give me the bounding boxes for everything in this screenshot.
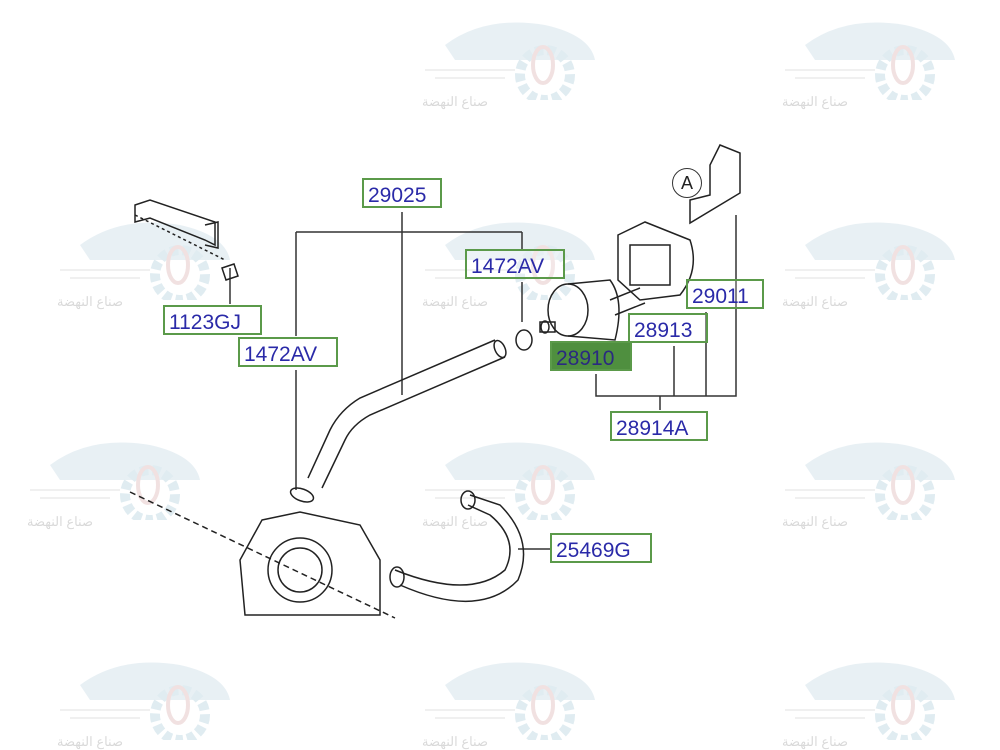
watermark-text: صناع النهضة	[56, 294, 124, 309]
callout-25469g[interactable]: 25469G	[550, 533, 652, 563]
holder-part	[617, 144, 741, 301]
callout-28913[interactable]: 28913	[628, 313, 708, 343]
watermark-text: صناع النهضة	[421, 514, 489, 529]
watermark-text: صناع النهضة	[781, 94, 849, 109]
watermark-logo: صناع النهضة	[395, 0, 595, 110]
watermark-logo: صناع النهضة	[395, 420, 595, 530]
watermark-logo: صناع النهضة	[30, 200, 230, 310]
watermark-logo: صناع النهضة	[0, 420, 200, 530]
watermark-text: صناع النهضة	[781, 734, 849, 749]
watermark-logo: صناع النهضة	[30, 640, 230, 750]
throttle-body-part	[129, 491, 396, 619]
watermark-logo: صناع النهضة	[755, 0, 955, 110]
callout-1472av-top[interactable]: 1472AV	[465, 249, 565, 279]
callout-29025[interactable]: 29025	[362, 178, 442, 208]
car-gear-icon	[425, 442, 595, 525]
valve-part	[539, 279, 646, 341]
callout-1123gj[interactable]: 1123GJ	[163, 305, 262, 335]
watermark-logo: صناع النهضة	[755, 200, 955, 310]
callout-28914a[interactable]: 28914A	[610, 411, 708, 441]
leader-lines	[229, 212, 737, 550]
watermark-logo: صناع النهضة	[755, 420, 955, 530]
watermark-text: صناع النهضة	[421, 294, 489, 309]
bracket-part	[134, 199, 239, 281]
watermark-text: صناع النهضة	[421, 734, 489, 749]
watermark-logo: صناع النهضة	[755, 640, 955, 750]
callout-28910[interactable]: 28910	[550, 341, 632, 371]
watermark-text: صناع النهضة	[421, 94, 489, 109]
watermark-text: صناع النهضة	[26, 514, 94, 529]
hose-part	[289, 329, 533, 503]
watermark-text: صناع النهضة	[56, 734, 124, 749]
watermark-text: صناع النهضة	[781, 294, 849, 309]
callout-29011[interactable]: 29011	[686, 279, 764, 309]
watermark-text: صناع النهضة	[781, 514, 849, 529]
watermark-logo: صناع النهضة	[395, 640, 595, 750]
view-marker-a: A	[672, 168, 702, 198]
callout-1472av-left[interactable]: 1472AV	[238, 337, 338, 367]
lower-hose-part	[389, 490, 525, 602]
